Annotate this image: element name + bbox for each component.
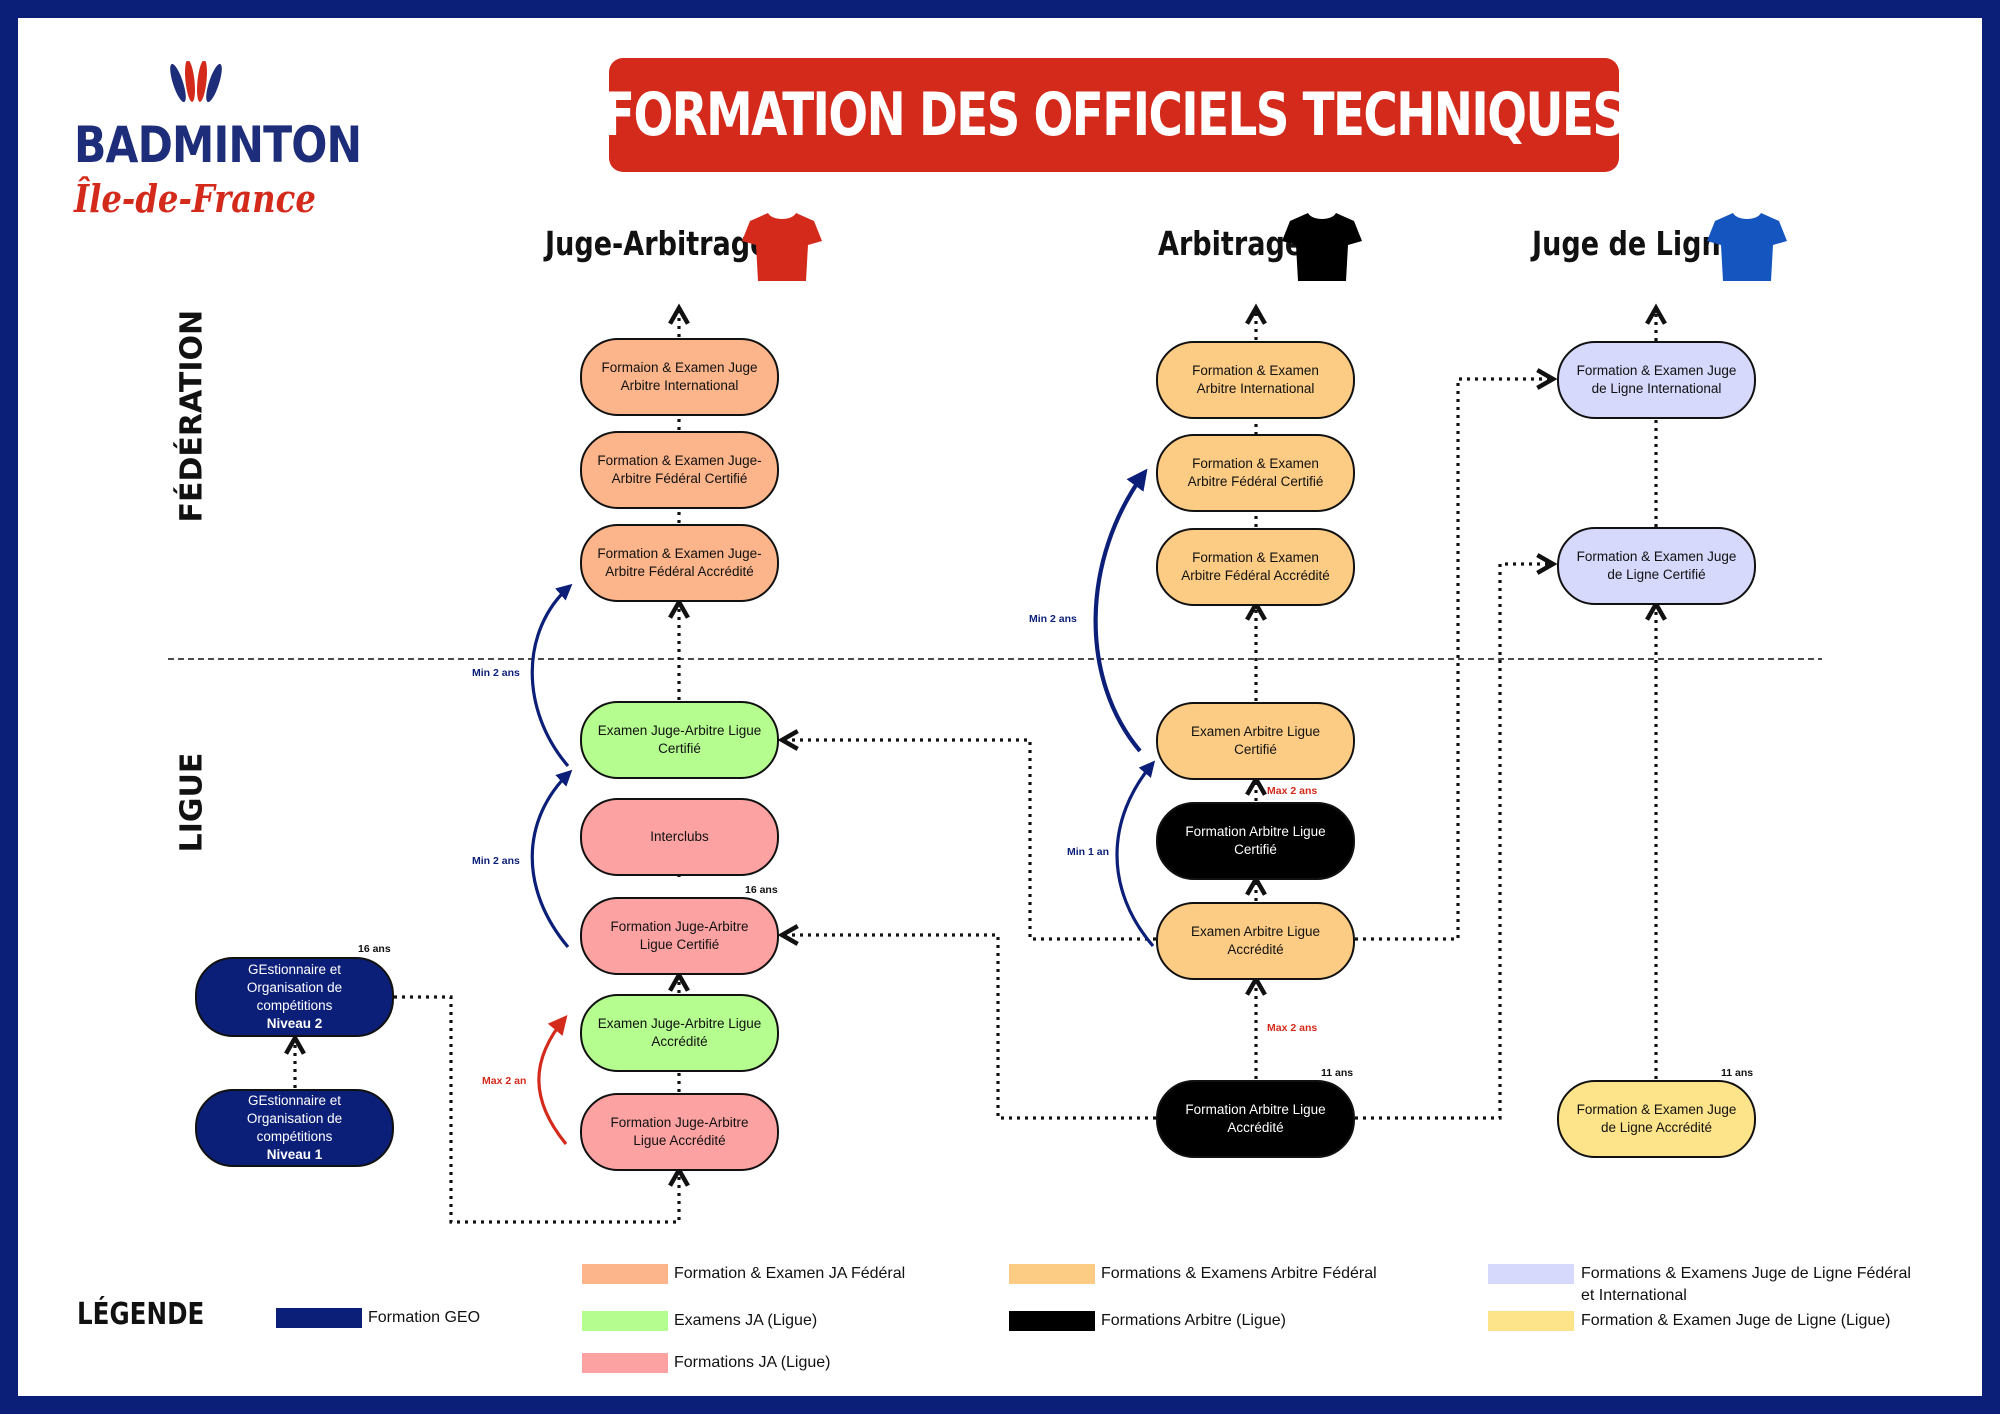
- legend-label-arb-ligue: Formations Arbitre (Ligue): [1101, 1312, 1286, 1329]
- legend-swatch-jl-ligue: [1488, 1311, 1574, 1331]
- note-geo-age: 16 ans: [358, 943, 391, 955]
- node-jl-international: Formation & Examen Juge de Ligne Interna…: [1557, 341, 1756, 419]
- geo1-level: Niveau 1: [266, 1147, 323, 1162]
- legend-swatch-jl-federal: [1488, 1264, 1574, 1284]
- node-jl-accredite: Formation & Examen Juge de Ligne Accrédi…: [1557, 1080, 1756, 1158]
- arrow-ja-min2-bot: [530, 769, 573, 949]
- node-jl-certifie: Formation & Examen Juge de Ligne Certifi…: [1557, 527, 1756, 605]
- note-ja-max2: Max 2 an: [482, 1075, 527, 1087]
- node-arb-examen-ligue-certifie: Examen Arbitre Ligue Certifié: [1156, 702, 1355, 780]
- page-title: FORMATION DES OFFICIELS TECHNIQUES: [603, 80, 1626, 150]
- tshirt-black-icon: [1282, 213, 1362, 281]
- note-arb-min1: Min 1 an: [1067, 846, 1110, 858]
- node-ja-international: Formaion & Examen Juge Arbitre Internati…: [580, 338, 779, 416]
- level-label-ligue: LIGUE: [174, 752, 210, 853]
- note-arb-min2: Min 2 ans: [1029, 613, 1077, 625]
- link-arb-ex-acc-ja-ex-cert: [782, 740, 1156, 941]
- note-ja-min2-top: Min 2 ans: [472, 667, 520, 679]
- shuttlecock-logo-icon: [170, 61, 222, 103]
- node-arb-international: Formation & Examen Arbitre International: [1156, 341, 1355, 419]
- note-jl-age: 11 ans: [1721, 1067, 1754, 1079]
- title-banner: FORMATION DES OFFICIELS TECHNIQUES: [603, 58, 1626, 172]
- arrow-ja-min2-top: [530, 583, 573, 768]
- node-ja-examen-ligue-certifie: Examen Juge-Arbitre Ligue Certifié: [580, 701, 779, 779]
- legend-swatch-ja-formations: [582, 1353, 668, 1373]
- column-header-arb: Arbitrage: [1158, 224, 1304, 263]
- node-ja-formation-ligue-certifie: Formation Juge-Arbitre Ligue Certifié: [580, 897, 779, 975]
- node-arb-examen-ligue-accredite: Examen Arbitre Ligue Accrédité: [1156, 902, 1355, 980]
- legend-title: LÉGENDE: [77, 1297, 205, 1332]
- legend-label-jl-federal: Formations & Examens Juge de Ligne Fédér…: [1581, 1265, 1911, 1304]
- note-arb-max2-bot: Max 2 ans: [1267, 1022, 1318, 1034]
- legend-label-ja-examens: Examens JA (Ligue): [674, 1312, 818, 1329]
- note-arb-age: 11 ans: [1321, 1067, 1354, 1079]
- node-arb-formation-ligue-accredite: Formation Arbitre Ligue Accrédité: [1156, 1080, 1355, 1158]
- legend-swatch-arb-ligue: [1009, 1311, 1095, 1331]
- column-header-jl: Juge de Ligne: [1532, 224, 1740, 263]
- column-header-ja: Juge-Arbitrage: [545, 224, 769, 263]
- level-label-federation: FÉDÉRATION: [174, 309, 210, 523]
- legend-swatch-arb-federal: [1009, 1264, 1095, 1284]
- node-ja-examen-ligue-accredite: Examen Juge-Arbitre Ligue Accrédité: [580, 994, 779, 1072]
- geo2-level: Niveau 2: [266, 1016, 323, 1031]
- node-arb-federal-certifie: Formation & Examen Arbitre Fédéral Certi…: [1156, 434, 1355, 512]
- node-geo-niveau-2: GEstionnaire et Organisation de compétit…: [195, 957, 394, 1037]
- tshirt-red-icon: [742, 213, 822, 281]
- arrow-arb-min1: [1115, 760, 1156, 948]
- node-arb-federal-accredite: Formation & Examen Arbitre Fédéral Accré…: [1156, 528, 1355, 606]
- node-geo-niveau-1: GEstionnaire et Organisation de compétit…: [195, 1089, 394, 1167]
- geo1-label: GEstionnaire et Organisation de compétit…: [246, 1093, 343, 1144]
- note-ja-age: 16 ans: [745, 884, 778, 896]
- legend-label-ja-federal: Formation & Examen JA Fédéral: [674, 1265, 906, 1282]
- link-arb-form-acc-ja-form-cert: [782, 935, 1156, 1120]
- legend-swatch-geo: [276, 1308, 362, 1328]
- arrow-ja-max2: [537, 1015, 568, 1146]
- node-interclubs: Interclubs: [580, 798, 779, 876]
- geo2-label: GEstionnaire et Organisation de compétit…: [246, 962, 343, 1013]
- legend-label-arb-federal: Formations & Examens Arbitre Fédéral: [1101, 1265, 1377, 1282]
- node-ja-federal-accredite: Formation & Examen Juge-Arbitre Fédéral …: [580, 524, 779, 602]
- legend-label-jl-ligue: Formation & Examen Juge de Ligne (Ligue): [1581, 1312, 1891, 1329]
- arrow-arb-min2: [1093, 468, 1148, 753]
- logo-wordmark: BADMINTON: [74, 116, 362, 174]
- legend-label-geo: Formation GEO: [368, 1309, 481, 1326]
- node-ja-formation-ligue-accredite: Formation Juge-Arbitre Ligue Accrédité: [580, 1093, 779, 1171]
- legend-label-ja-formations: Formations JA (Ligue): [674, 1354, 831, 1371]
- note-ja-min2-bot: Min 2 ans: [472, 855, 520, 867]
- link-arb-form-acc-jl-cert: [1355, 564, 1553, 1120]
- node-arb-formation-ligue-certifie: Formation Arbitre Ligue Certifié: [1156, 802, 1355, 880]
- logo-region: Île-de-France: [74, 176, 316, 221]
- tshirt-blue-icon: [1707, 213, 1787, 281]
- note-arb-max2-top: Max 2 ans: [1267, 785, 1318, 797]
- node-ja-federal-certifie: Formation & Examen Juge-Arbitre Fédéral …: [580, 431, 779, 509]
- legend-swatch-ja-federal: [582, 1264, 668, 1284]
- link-geo2-ja-form-acc: [394, 995, 679, 1224]
- legend-swatch-ja-examens: [582, 1311, 668, 1331]
